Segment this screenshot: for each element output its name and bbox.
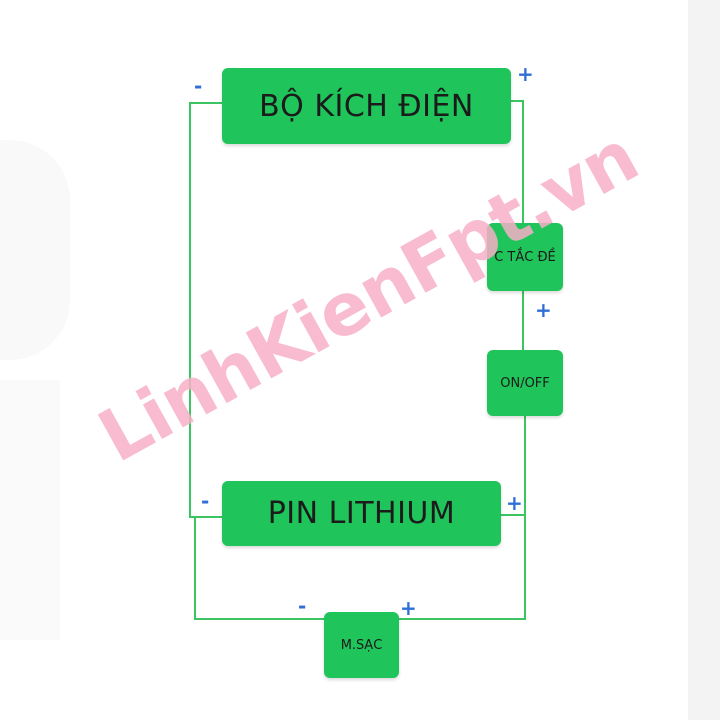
watermark-logo: LinhKienFpt.vn <box>85 113 651 479</box>
inverter-positive-mark: + <box>517 62 534 86</box>
switch-block: ON/OFF <box>487 350 563 416</box>
battery-positive-mark: + <box>506 491 523 515</box>
wire-charger-pos <box>398 618 526 620</box>
charger-negative-mark: - <box>298 594 307 618</box>
wire-switch-to-battery <box>524 415 526 516</box>
wire-socket-to-switch <box>522 290 524 351</box>
wire-charger-neg <box>194 618 325 620</box>
wire-charger-pos-vertical <box>524 516 526 620</box>
inverter-negative-mark: - <box>194 74 203 98</box>
switch-label: ON/OFF <box>500 375 550 391</box>
socket-label: C TẮC ĐỀ <box>494 249 556 265</box>
wire-right-upper <box>522 100 524 224</box>
battery-label: PIN LITHIUM <box>267 496 456 531</box>
wire-left-to-battery <box>189 516 223 518</box>
wire-battery-pos-stub <box>500 514 526 516</box>
inverter-label: BỘ KÍCH ĐIỆN <box>259 88 474 124</box>
wire-inverter-neg-stub <box>189 102 223 104</box>
background-shape <box>0 380 60 640</box>
socket-block: C TẮC ĐỀ <box>487 223 563 291</box>
background-shape <box>0 140 70 360</box>
socket-positive-mark: + <box>535 298 552 322</box>
wire-inverter-pos-stub <box>510 100 524 102</box>
battery-negative-mark: - <box>201 489 210 513</box>
background-panel <box>688 0 720 720</box>
wire-charger-neg-vertical <box>194 518 196 620</box>
charger-positive-mark: + <box>400 596 417 620</box>
wire-left-outer <box>189 102 191 518</box>
charger-label: M.SẠC <box>340 637 383 653</box>
battery-block: PIN LITHIUM <box>222 481 501 546</box>
charger-block: M.SẠC <box>324 612 399 678</box>
inverter-block: BỘ KÍCH ĐIỆN <box>222 68 511 144</box>
